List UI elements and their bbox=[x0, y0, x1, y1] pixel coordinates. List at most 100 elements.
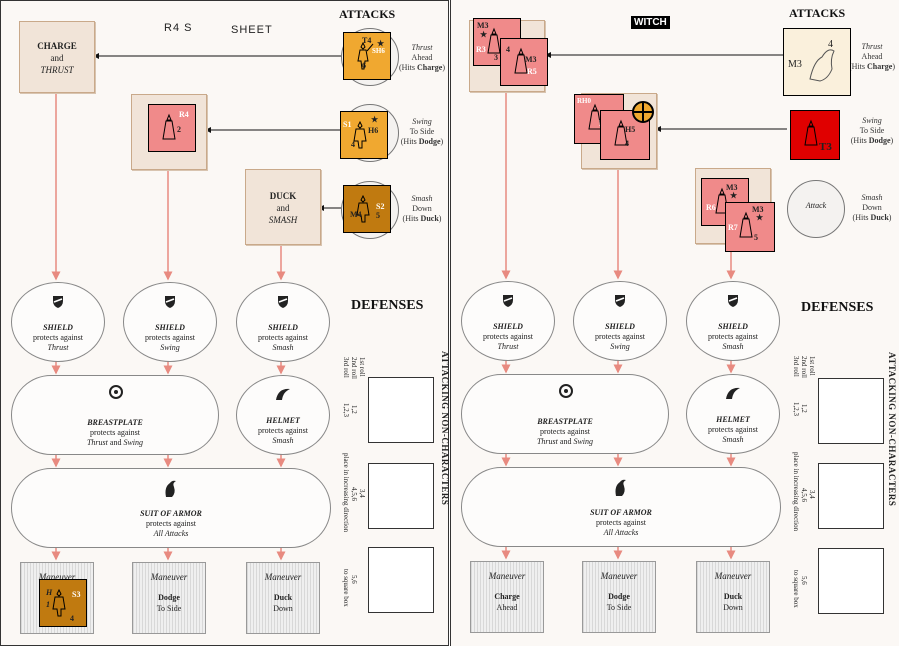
chit-text: 1 bbox=[46, 600, 50, 609]
roll-12-label: 1,2 bbox=[800, 404, 808, 413]
chit-m3-r7[interactable]: M3 ★ R7 5 bbox=[725, 202, 775, 252]
helmet-box[interactable]: HELMET protects against Smash bbox=[236, 375, 330, 455]
shield-smash[interactable]: SHIELD protects against Smash bbox=[236, 282, 330, 362]
breastplate-box[interactable]: BREASTPLATE protects against Thrust and … bbox=[11, 375, 219, 455]
shield-swing[interactable]: SHIELD protects against Swing bbox=[123, 282, 217, 362]
maneuver-duck[interactable]: Maneuver Duck Down bbox=[246, 562, 320, 634]
non-character-box-2[interactable] bbox=[818, 463, 884, 529]
chit-text: 5 bbox=[376, 211, 380, 220]
attack-tail: ) bbox=[440, 137, 444, 146]
box-line1: CHARGE bbox=[37, 41, 77, 51]
roll-34-label: 3,4 bbox=[808, 490, 816, 499]
attack-line1: Thrust bbox=[861, 42, 883, 51]
chit-h5[interactable]: H5 4 bbox=[600, 110, 650, 160]
witch-label: WITCH bbox=[631, 16, 670, 29]
chit-text: S1 bbox=[343, 120, 352, 129]
box-line2: and bbox=[276, 203, 290, 213]
shield-thrust[interactable]: SHIELD protects against Thrust bbox=[11, 282, 105, 362]
roll-1-label: 1st roll bbox=[358, 357, 366, 377]
chit-m3-white[interactable]: M3 4 bbox=[783, 28, 851, 96]
attack-hits: Duck bbox=[420, 214, 439, 223]
chit-m3-r5[interactable]: 4 M3 R5 bbox=[500, 38, 548, 86]
chit-text: H6 bbox=[368, 126, 379, 135]
attack-line1: Thrust bbox=[411, 43, 433, 52]
maneuver-title: Maneuver bbox=[714, 571, 752, 581]
non-character-box-1[interactable] bbox=[368, 377, 434, 443]
breastplate-icon bbox=[109, 385, 123, 399]
maneuver-charge[interactable]: Maneuver Charge Ahead bbox=[470, 561, 544, 633]
non-character-box-3[interactable] bbox=[818, 548, 884, 614]
suit-of-armor-box[interactable]: SUIT OF ARMOR protects against All Attac… bbox=[11, 468, 331, 548]
attack-tail: ) bbox=[890, 136, 894, 145]
attack-tail: ) bbox=[438, 214, 442, 223]
shield-name: SHIELD bbox=[268, 323, 298, 332]
roll-12-label: 1,2 bbox=[350, 405, 358, 414]
maneuver-line2: Down bbox=[723, 603, 743, 612]
maneuver-duck[interactable]: Maneuver Duck Down bbox=[696, 561, 770, 633]
chit-s2[interactable]: S2 M4 5 bbox=[343, 185, 391, 233]
chit-text: T3 bbox=[819, 141, 832, 153]
chit-s1[interactable]: S1 ★ H6 4 bbox=[340, 111, 388, 159]
duck-smash-box[interactable]: DUCK and SMASH bbox=[245, 169, 321, 245]
attack-line1: Swing bbox=[862, 116, 882, 125]
shield-line2: protects against bbox=[483, 332, 533, 341]
non-character-box-3[interactable] bbox=[368, 547, 434, 613]
chit-t3[interactable]: T3 bbox=[790, 110, 840, 160]
breastplate-line2: protects against bbox=[90, 428, 140, 437]
chit-text: M3 bbox=[726, 183, 738, 192]
maneuver-title: Maneuver bbox=[488, 571, 526, 581]
right-arrows bbox=[501, 52, 787, 560]
chit-t4[interactable]: T4 ★ SH6 6 bbox=[343, 32, 391, 80]
left-combat-sheet: R4 S SHEET ATTACKS CHARGE and THRUST DUC… bbox=[0, 0, 450, 646]
thrust-attack-text: Thrust Ahead (Hits Charge) bbox=[395, 43, 449, 73]
non-character-box-1[interactable] bbox=[818, 378, 884, 444]
shield-line3: Smash bbox=[722, 342, 744, 351]
sheet-label: SHEET bbox=[231, 24, 273, 36]
maneuver-title: Maneuver bbox=[264, 572, 302, 582]
breastplate-swing: Swing bbox=[573, 437, 594, 446]
attack-tail: ) bbox=[442, 63, 445, 72]
attack-line1: Smash bbox=[861, 193, 883, 202]
chit-star: ★ bbox=[371, 115, 379, 124]
defenses-heading: DEFENSES bbox=[351, 298, 424, 313]
smash-attack-text: Smash Down (Hits Duck) bbox=[395, 194, 449, 224]
chit-text: H5 bbox=[625, 125, 636, 134]
shield-name: SHIELD bbox=[493, 322, 523, 331]
maneuver-title: Maneuver bbox=[38, 572, 76, 582]
maneuver-line1: Dodge bbox=[608, 592, 630, 601]
shield-line2: protects against bbox=[595, 332, 645, 341]
helmet-box[interactable]: HELMET protects against Smash bbox=[686, 374, 780, 454]
shield-thrust[interactable]: SHIELD protects against Thrust bbox=[461, 281, 555, 361]
chit-text: RH0 bbox=[577, 97, 591, 105]
chit-text: 6 bbox=[362, 61, 366, 70]
maneuver-line2: Ahead bbox=[496, 603, 518, 612]
shield-icon bbox=[728, 295, 738, 307]
maneuver-dodge[interactable]: Maneuver Dodge To Side bbox=[582, 561, 656, 633]
roll-3-label: 3rd roll bbox=[342, 357, 350, 378]
roll-3-label: 3rd roll bbox=[792, 356, 800, 377]
charge-thrust-box[interactable]: CHARGE and THRUST bbox=[19, 21, 95, 93]
maneuver-dodge[interactable]: Maneuver Dodge To Side bbox=[132, 562, 206, 634]
suit-of-armor-box[interactable]: SUIT OF ARMOR protects against All Attac… bbox=[461, 467, 781, 547]
shield-line2: protects against bbox=[145, 333, 195, 342]
maneuver-line1: Duck bbox=[723, 592, 743, 601]
non-character-box-2[interactable] bbox=[368, 463, 434, 529]
breastplate-box[interactable]: BREASTPLATE protects against Thrust and … bbox=[461, 374, 669, 454]
chit-text: 4 bbox=[625, 139, 629, 148]
chit-s3[interactable]: H S3 1 4 bbox=[39, 579, 87, 627]
to-square-box-label: to square box bbox=[792, 570, 800, 608]
chit-text: 4 bbox=[351, 140, 355, 149]
attack-line3: (Hits bbox=[852, 213, 871, 222]
chit-star: ★ bbox=[480, 30, 488, 39]
attack-hits: Duck bbox=[870, 213, 889, 222]
chit-r4[interactable]: R4 2 bbox=[148, 104, 196, 152]
breastplate-line2: protects against bbox=[540, 427, 590, 436]
shield-smash[interactable]: SHIELD protects against Smash bbox=[686, 281, 780, 361]
breastplate-swing: Swing bbox=[123, 438, 144, 447]
attack-line2: Ahead bbox=[861, 52, 883, 61]
shield-swing[interactable]: SHIELD protects against Swing bbox=[573, 281, 667, 361]
box-line3: THRUST bbox=[40, 65, 74, 75]
smash-circle[interactable]: Attack bbox=[787, 180, 845, 238]
swing-attack-text: Swing To Side (Hits Dodge) bbox=[845, 116, 899, 146]
breastplate-name: BREASTPLATE bbox=[87, 418, 143, 427]
